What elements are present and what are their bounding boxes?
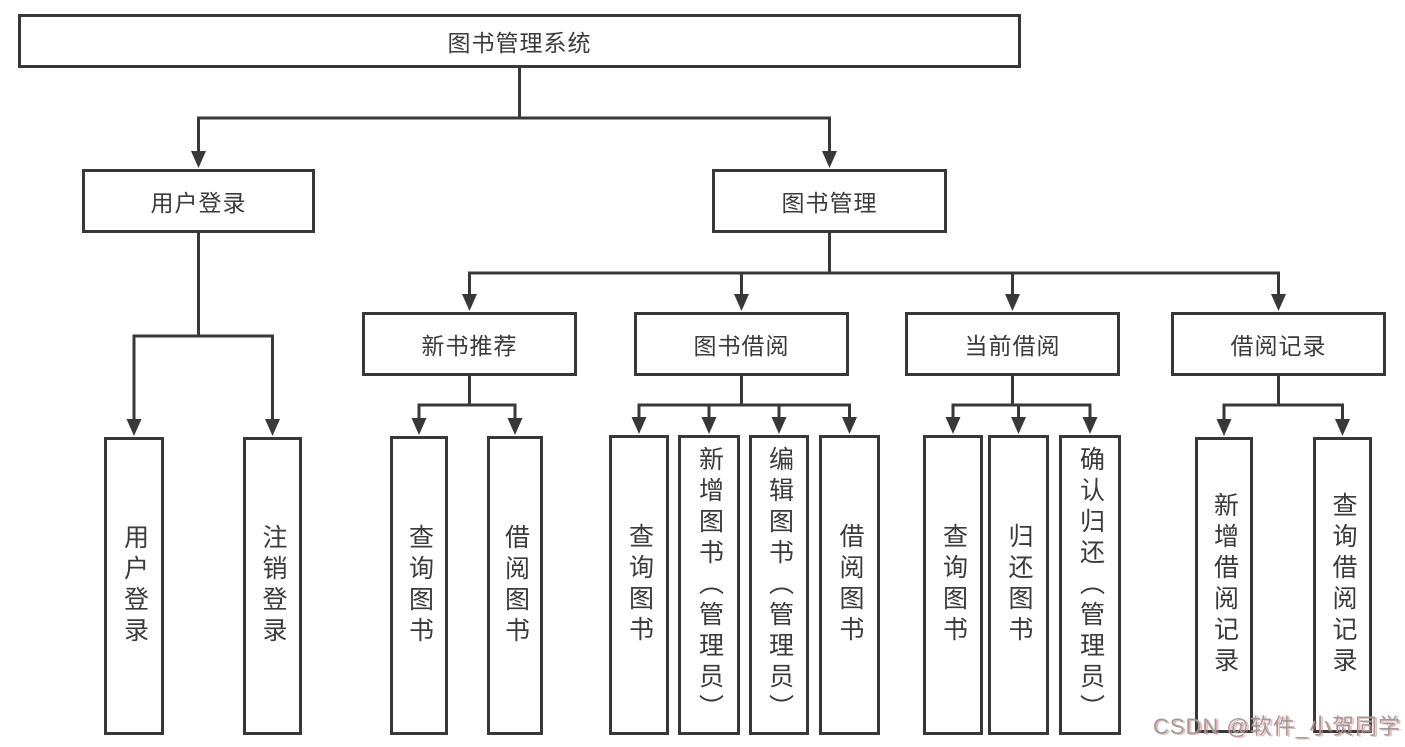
diagram-node-add-book: 新增图书（管理员）: [678, 435, 740, 735]
diagram-node-label: 新增图书（管理员）: [695, 445, 724, 725]
diagram-node-label: 借阅图书: [501, 523, 530, 648]
diagram-node-return-book: 归还图书: [988, 435, 1049, 735]
diagram-node-query-book-3: 查询图书: [923, 435, 983, 735]
diagram-node-book-mgmt: 图书管理: [712, 169, 947, 233]
diagram-node-label: 查询图书: [625, 523, 654, 647]
arrowhead-down-icon: [1011, 417, 1026, 434]
arrowhead-down-icon: [734, 294, 749, 311]
diagram-node-confirm-return: 确认归还（管理员）: [1059, 435, 1121, 735]
arrowhead-down-icon: [842, 417, 857, 434]
arrowhead-down-icon: [1005, 294, 1020, 311]
diagram-node-label: 新书推荐: [421, 333, 518, 359]
diagram-node-book-borrow: 图书借阅: [634, 312, 849, 376]
arrowhead-down-icon: [1082, 417, 1098, 434]
diagram-node-borrow-records: 借阅记录: [1171, 312, 1386, 376]
diagram-node-current-borrow: 当前借阅: [905, 312, 1120, 376]
diagram-node-label: 用户登录: [150, 190, 247, 216]
diagram-node-label: 归还图书: [1005, 523, 1033, 647]
arrowhead-down-icon: [701, 417, 717, 434]
arrowhead-down-icon: [945, 417, 961, 434]
diagram-node-borrow-book-1: 借阅图书: [487, 436, 543, 735]
diagram-node-label: 用户登录: [120, 524, 149, 648]
diagram-node-add-borrow-record: 新增借阅记录: [1195, 437, 1253, 733]
diagram-node-label: 图书借阅: [693, 333, 790, 359]
watermark: CSDN @软件_小贺同学: [1152, 714, 1401, 739]
diagram-node-logout: 注销登录: [243, 437, 302, 735]
diagram-node-root: 图书管理系统: [18, 14, 1021, 68]
arrowhead-down-icon: [265, 419, 280, 436]
arrowhead-down-icon: [771, 417, 787, 434]
arrowhead-down-icon: [411, 418, 427, 435]
arrowhead-down-icon: [126, 419, 142, 436]
arrowhead-down-icon: [1271, 294, 1286, 311]
arrowhead-down-icon: [1335, 419, 1350, 436]
diagram-node-borrow-book-2: 借阅图书: [819, 435, 880, 735]
diagram-node-label: 借阅记录: [1230, 333, 1327, 359]
diagram-node-label: 图书管理系统: [447, 30, 592, 56]
diagram-node-user-login: 用户登录: [104, 437, 164, 735]
diagram-node-label: 当前借阅: [964, 333, 1061, 359]
diagram-node-edit-book: 编辑图书（管理员）: [749, 435, 809, 735]
arrowhead-down-icon: [191, 151, 206, 168]
diagram-node-query-book-2: 查询图书: [609, 435, 669, 735]
arrowhead-down-icon: [462, 294, 477, 311]
diagram-node-label: 确认归还（管理员）: [1076, 445, 1105, 725]
diagram-node-label: 借阅图书: [836, 523, 864, 647]
arrowhead-down-icon: [507, 418, 523, 435]
arrowhead-down-icon: [822, 151, 837, 168]
diagram-node-query-book-1: 查询图书: [390, 436, 448, 735]
diagram-node-label: 新增借阅记录: [1210, 492, 1239, 678]
diagram-node-label: 编辑图书（管理员）: [765, 445, 794, 725]
diagram-node-label: 图书管理: [781, 190, 878, 216]
diagram-node-label: 查询图书: [939, 523, 968, 647]
diagram-node-query-borrow-record: 查询借阅记录: [1313, 437, 1372, 733]
diagram-node-label: 注销登录: [259, 524, 287, 648]
arrowhead-down-icon: [631, 417, 647, 434]
diagram-node-label: 查询借阅记录: [1329, 492, 1357, 678]
diagram-node-user-login-group: 用户登录: [82, 169, 315, 233]
diagram-node-new-book-rec: 新书推荐: [362, 312, 577, 376]
diagram-node-label: 查询图书: [405, 523, 434, 648]
arrowhead-down-icon: [1216, 419, 1232, 436]
